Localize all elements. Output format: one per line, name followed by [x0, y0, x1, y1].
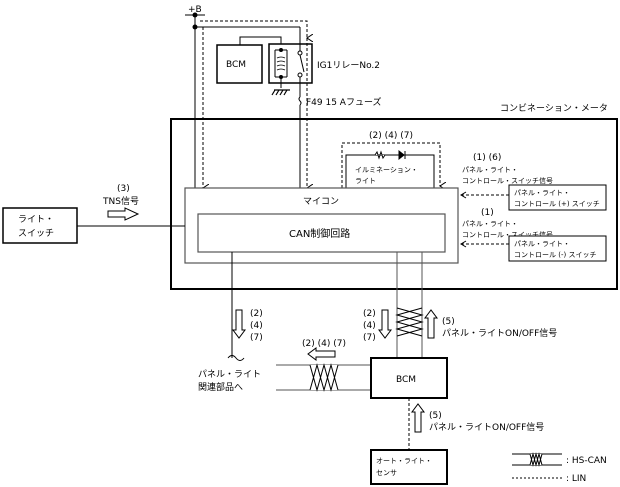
arrow-left-icon: [308, 348, 335, 360]
panel-parts: パネル・ライト 関連部品へ (2) (4) (7): [198, 339, 372, 393]
sensor-line2: センサ: [376, 469, 397, 477]
up-signal-top: (5) パネル・ライトON/OFF信号: [425, 310, 557, 339]
tns-code: (3): [117, 184, 130, 194]
up-bottom-label: パネル・ライトON/OFF信号: [429, 421, 544, 433]
arrow-up-icon: [425, 310, 437, 338]
up-signal-bottom: (5) パネル・ライトON/OFF信号: [412, 404, 544, 433]
switch-plus-line2: コントロール (+) スイッチ: [514, 200, 600, 208]
legend-hs-can: : HS-CAN: [566, 456, 607, 466]
micon-block: マイコン CAN制御回路: [185, 188, 458, 263]
mid-code-2: (4): [363, 321, 376, 331]
mid-down-signal: (2) (4) (7): [363, 309, 391, 343]
relay-label: IG1リレーNo.2: [317, 61, 380, 71]
bcm-top-label: BCM: [226, 60, 246, 70]
up-bottom-code: (5): [429, 411, 442, 421]
up-top-label: パネル・ライトON/OFF信号: [442, 327, 557, 339]
signal-minus-line1: パネル・ライト・: [462, 220, 518, 228]
fuse-label: F49 15 Aフューズ: [306, 96, 382, 108]
panel-parts-line1: パネル・ライト: [198, 369, 261, 380]
illumination-light: (2) (4) (7) イルミネーション・ ライト: [342, 131, 440, 188]
can-circuit-label: CAN制御回路: [289, 227, 350, 240]
meter-title: コンビネーション・メータ: [500, 103, 608, 114]
switch-plus-line1: パネル・ライト・: [514, 189, 570, 197]
light-switch: ライト・ スイッチ (3) TNS信号: [3, 184, 185, 243]
horiz-codes: (2) (4) (7): [302, 339, 346, 349]
ig1-relay: IG1リレーNo.2: [269, 27, 380, 95]
fuse-icon: [299, 97, 301, 105]
left-code-3: (7): [250, 333, 263, 343]
left-code-2: (4): [250, 321, 263, 331]
switch-minus-line2: コントロール (-) スイッチ: [514, 251, 596, 259]
mid-code-3: (7): [363, 333, 376, 343]
twisted-pair-icon: [310, 365, 338, 390]
arrow-down-icon: [233, 310, 245, 338]
switch-plus-group: (1) (6) パネル・ライト・ コントロール・スイッチ信号 パネル・ライト・ …: [461, 153, 606, 210]
wire-break-icon: [228, 356, 244, 361]
illumination-line2: ライト: [355, 177, 376, 185]
up-top-code: (5): [442, 317, 455, 327]
auto-light-sensor: オート・ライト・ センサ: [371, 450, 447, 484]
bcm-bottom-label: BCM: [396, 375, 416, 385]
signal-plus-line1: パネル・ライト・: [462, 166, 518, 174]
panel-parts-line2: 関連部品へ: [198, 381, 243, 393]
bcm-bottom-block: BCM: [371, 358, 447, 450]
left-code-1: (2): [250, 309, 263, 319]
signal-plus-line2: コントロール・スイッチ信号: [462, 176, 553, 185]
illumination-line1: イルミネーション・: [355, 166, 418, 174]
signal-minus-codes: (1): [481, 208, 494, 218]
mid-code-1: (2): [363, 309, 376, 319]
arrow-up-icon: [412, 404, 424, 432]
legend: : HS-CAN : LIN: [512, 454, 607, 484]
micon-label: マイコン: [303, 197, 339, 207]
legend-twisted-pair-icon: [530, 454, 542, 465]
arrow-right-icon: [108, 208, 138, 220]
legend-lin: : LIN: [566, 474, 586, 484]
tns-label: TNS信号: [102, 195, 139, 207]
ground-icon: [272, 90, 290, 95]
light-switch-line1: ライト・: [18, 214, 54, 225]
signal-plus-codes: (1) (6): [473, 153, 501, 163]
left-down-signal: (2) (4) (7): [233, 309, 263, 343]
light-switch-line2: スイッチ: [18, 228, 54, 239]
illumination-codes: (2) (4) (7): [369, 131, 413, 141]
switch-minus-line1: パネル・ライト・: [514, 240, 570, 248]
switch-minus-group: (1) パネル・ライト・ コントロール・スイッチ信号 パネル・ライト・ コントロ…: [461, 208, 606, 261]
sensor-line1: オート・ライト・: [376, 457, 432, 465]
arrow-down-icon: [379, 310, 391, 338]
twisted-pair-icon: [397, 308, 422, 336]
power-supply: +B: [185, 5, 307, 188]
